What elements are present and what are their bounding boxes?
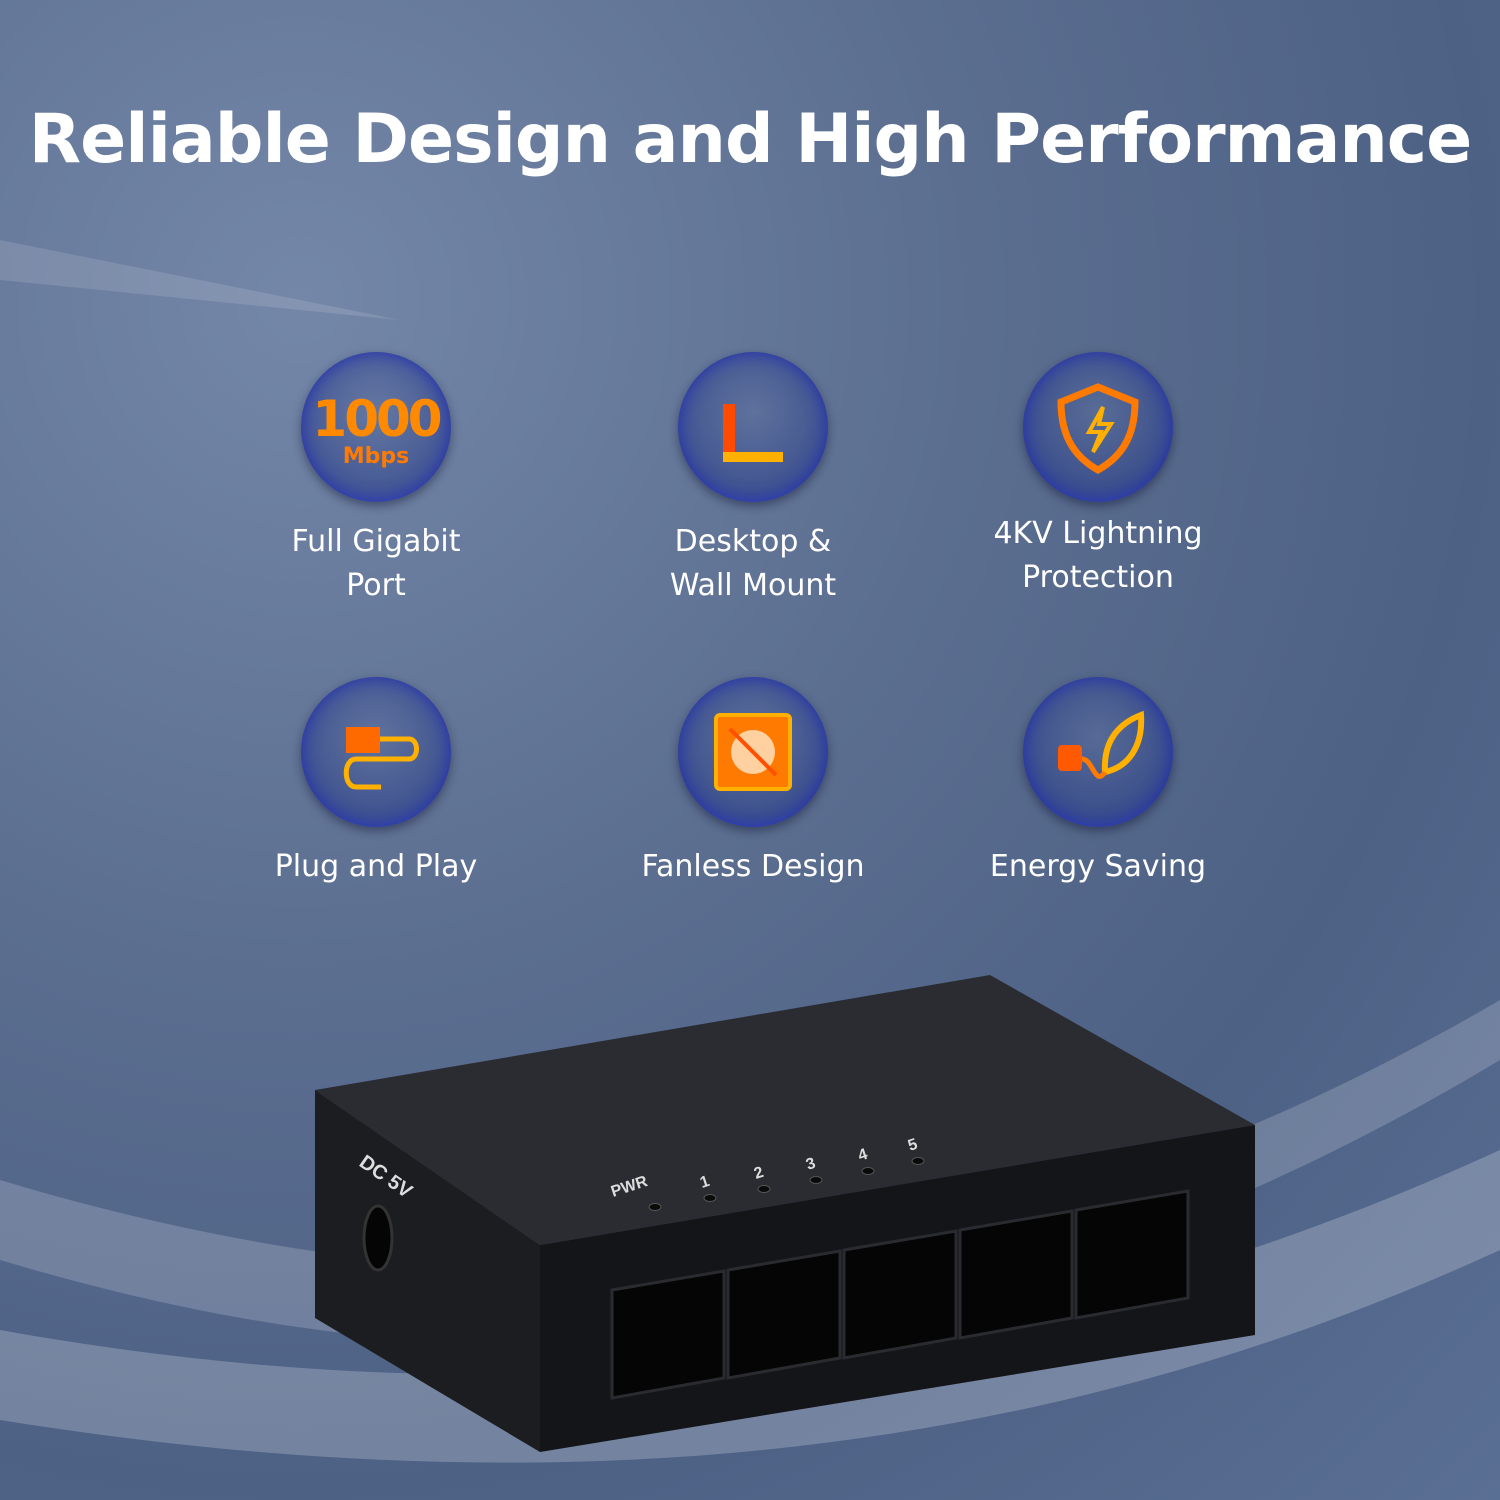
led-indicator [757,1185,771,1193]
lightning-shield-icon [1023,352,1173,502]
no-fan-icon [678,677,828,827]
feature-desktop-wall-mount: Desktop &Wall Mount [573,352,933,608]
feature-label: Desktop &Wall Mount [669,524,837,603]
dc-power-jack [362,1204,394,1272]
switch-top-face [315,975,1255,1245]
led-indicator [809,1176,823,1184]
badge-unit: Mbps [342,444,410,469]
feature-label: Fanless Design [641,849,865,884]
ethernet-port-1 [610,1269,726,1400]
plug-cable-icon [301,677,451,827]
feature-energy-saving: Energy Saving [918,677,1278,889]
badge-number: 1000 [312,390,442,448]
feature-plug-and-play: Plug and Play [196,677,556,889]
mount-bracket-icon [678,352,828,502]
eco-plug-icon [1023,677,1173,827]
led-indicator [703,1194,717,1202]
led-indicator [911,1157,925,1165]
led-indicator [648,1203,662,1211]
feature-fanless-design: Fanless Design [573,677,933,889]
feature-label: Energy Saving [989,849,1207,884]
feature-label: Plug and Play [274,849,478,884]
ethernet-port-5 [1074,1189,1190,1320]
led-indicator [861,1167,875,1175]
ethernet-port-2 [726,1249,842,1380]
page-title: Reliable Design and High Performance [28,100,1472,179]
switch-side-face [315,1090,540,1452]
ethernet-port-3 [842,1229,958,1360]
gigabit-speed-icon: 1000 Mbps [301,352,451,502]
ethernet-port-4 [958,1209,1074,1340]
